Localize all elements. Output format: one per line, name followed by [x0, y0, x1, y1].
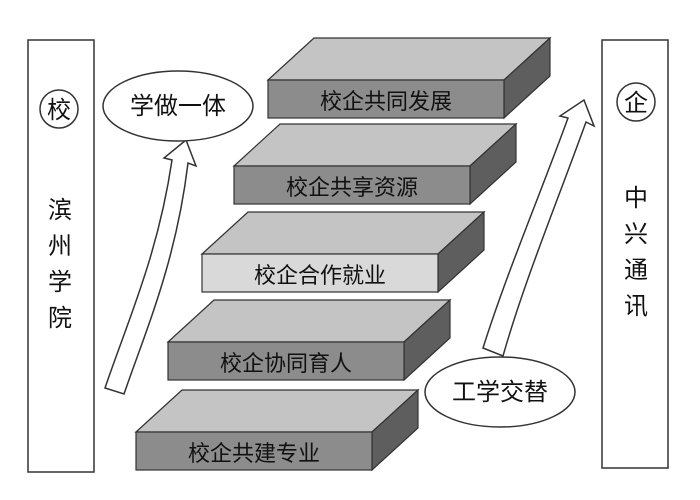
left-name-char-1: 滨 [48, 196, 72, 224]
step-1: 校企共建专业 [134, 388, 420, 472]
step-2-label: 校企协同育人 [220, 352, 352, 377]
step-5-label: 校企共同发展 [320, 90, 452, 115]
step-1-top [134, 389, 420, 433]
step-1-front [135, 431, 373, 471]
left-badge-text: 校 [47, 96, 71, 124]
left-upward-arrow [104, 138, 198, 395]
step-3-front [201, 253, 439, 293]
left-ellipse-group: 学做一体 [102, 70, 254, 142]
step-3-label: 校企合作就业 [254, 264, 386, 289]
right-name-char-2: 兴 [624, 220, 648, 248]
step-5-top [266, 37, 552, 81]
step-2-top [166, 299, 452, 343]
step-4: 校企共享资源 [232, 122, 518, 206]
right-pillar: 企 中 兴 通 讯 [601, 39, 669, 469]
right-name-char-4: 讯 [624, 292, 648, 320]
right-name-char-3: 通 [624, 256, 648, 284]
right-ellipse-text: 工学交替 [452, 378, 548, 406]
left-ellipse-text: 学做一体 [130, 92, 226, 120]
right-upward-arrow [482, 98, 596, 358]
step-2: 校企协同育人 [166, 298, 452, 382]
left-name-char-2: 州 [48, 232, 72, 260]
right-badge-text: 企 [624, 89, 648, 117]
step-3: 校企合作就业 [200, 210, 486, 294]
right-ellipse-group: 工学交替 [424, 356, 576, 428]
stair-steps: 校企共建专业 校企协同育人 校企合作就业 校企共享资源 校企共同发展 [134, 36, 552, 472]
left-ellipse [102, 70, 254, 142]
step-5: 校企共同发展 [266, 36, 552, 120]
left-name-char-4: 院 [48, 304, 72, 332]
step-1-label: 校企共建专业 [188, 442, 320, 467]
step-2-front [167, 341, 405, 381]
step-4-front [233, 165, 471, 205]
step-3-top [200, 211, 486, 255]
step-4-label: 校企共享资源 [286, 176, 418, 201]
left-name-char-3: 学 [48, 268, 72, 296]
step-4-top [232, 123, 518, 167]
right-badge-circle [616, 82, 656, 122]
right-name-char-1: 中 [624, 184, 648, 212]
left-pillar: 校 滨 州 学 院 [27, 39, 95, 473]
left-badge-circle [39, 89, 79, 129]
right-ellipse [424, 356, 576, 428]
step-5-front [267, 79, 505, 119]
